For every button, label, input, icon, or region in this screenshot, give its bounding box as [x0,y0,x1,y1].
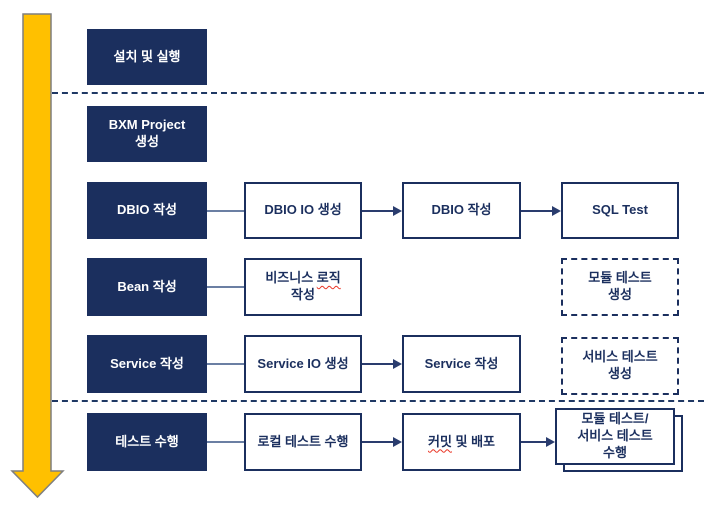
step-box-dbio: DBIO 작성 [87,182,207,239]
task-box-service-io-gen: Service IO 생성 [244,335,362,393]
task-label-sql-test: SQL Test [592,202,648,218]
arrow-line-local-test-to-commit [362,441,394,443]
step-label-install: 설치 및 실행 [113,48,181,64]
task-box-service-write: Service 작성 [402,335,521,393]
arrow-line-commit-to-final-test [521,441,547,443]
step-box-bean: Bean 작성 [87,258,207,316]
task-label-dbio-io-gen: DBIO IO 생성 [264,202,342,218]
arrow-line-dbio-io-to-write [362,210,394,212]
task-box-sql-test: SQL Test [561,182,679,239]
connector-service-step-to-io-gen [207,363,244,365]
arrow-line-service-io-to-write [362,363,394,365]
misspelled-word-commit: 커밋 [427,433,452,449]
task-label-service-write: Service 작성 [424,355,499,371]
timeline-arrow [10,13,65,499]
arrow-line-dbio-write-to-sql-test [521,210,552,212]
step-label-dbio: DBIO 작성 [116,202,178,218]
connector-test-step-to-local-test [207,441,244,443]
step-label-service: Service 작성 [110,355,184,371]
task-label-commit-deploy: 커밋 및 배포 [427,433,496,449]
arrow-head-dbio-io-to-write [393,206,402,216]
step-label-bean: Bean 작성 [117,278,177,294]
task-box-local-test-run: 로컬 테스트 수행 [244,413,362,471]
arrow-head-local-test-to-commit [393,437,402,447]
connector-bean-step-to-biz-logic [207,286,244,288]
step-label-test: 테스트 수행 [115,433,179,449]
task-label-local-test-run: 로컬 테스트 수행 [257,433,349,449]
phase-separator-top [52,92,704,94]
task-box-commit-deploy: 커밋 및 배포 [402,413,521,471]
phase-separator-bottom [52,400,704,402]
connector-dbio-step-to-io-gen [207,210,244,212]
step-box-install: 설치 및 실행 [87,29,207,85]
arrow-head-commit-to-final-test [546,437,555,447]
task-label-dbio-write: DBIO 작성 [431,202,492,218]
timeline-arrow-shape [10,13,65,499]
step-box-service: Service 작성 [87,335,207,393]
task-box-dbio-write: DBIO 작성 [402,182,521,239]
task-label-service-io-gen: Service IO 생성 [257,355,349,371]
arrow-head-service-io-to-write [393,359,402,369]
step-box-test: 테스트 수행 [87,413,207,471]
arrow-head-dbio-write-to-sql-test [552,206,561,216]
task-box-dbio-io-gen: DBIO IO 생성 [244,182,362,239]
misspelled-word-logic: 로직 [316,270,341,286]
